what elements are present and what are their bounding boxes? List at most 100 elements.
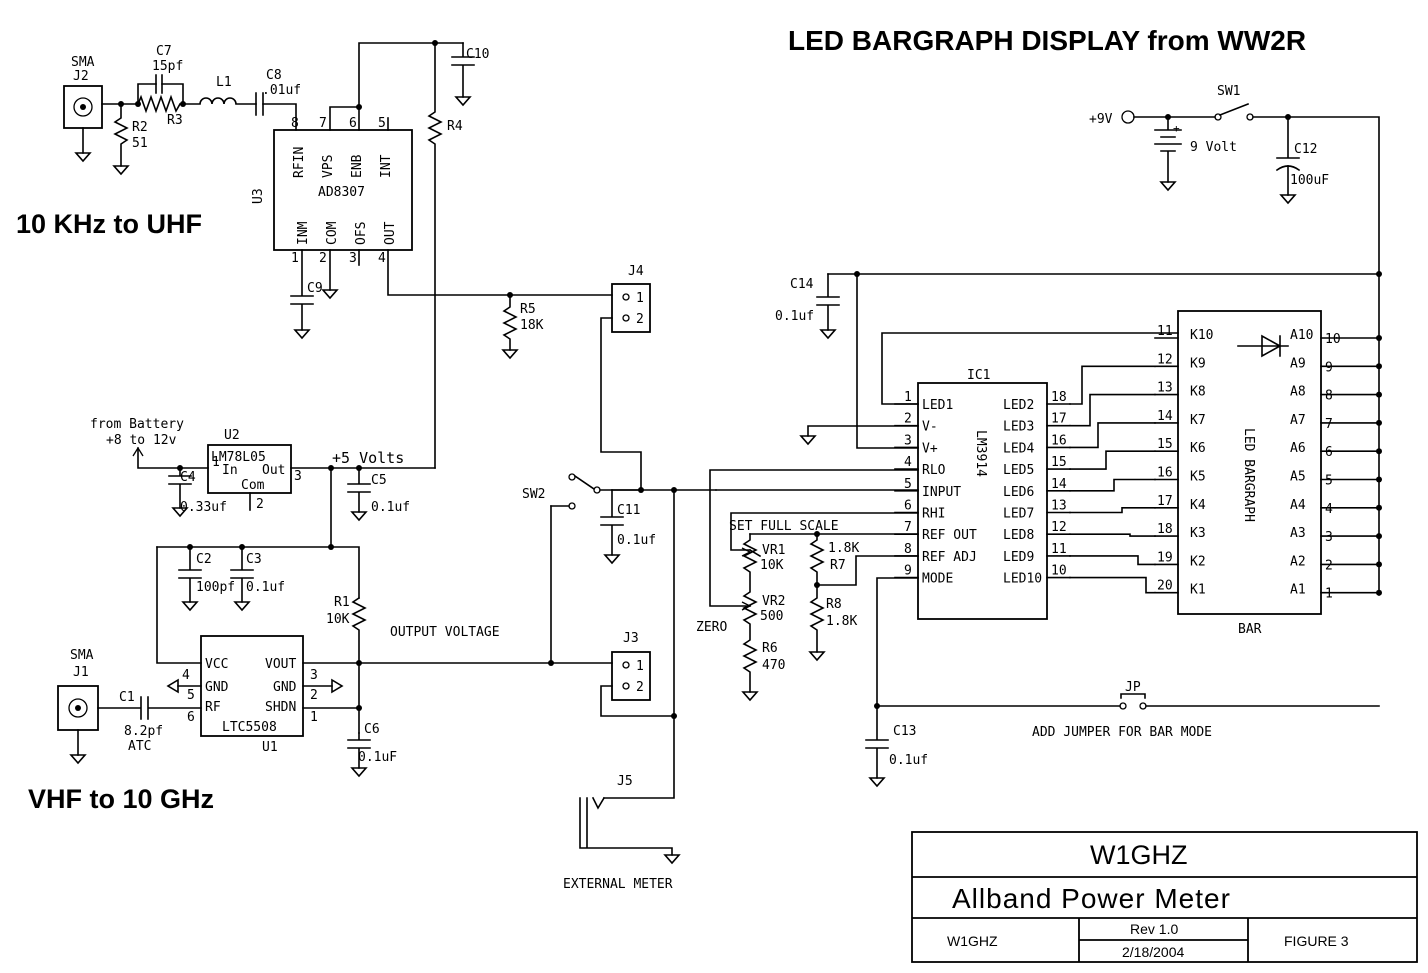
c13-value: 0.1uf bbox=[889, 753, 928, 768]
bar-pin-name: K9 bbox=[1190, 356, 1206, 371]
jumper-note: ADD JUMPER FOR BAR MODE bbox=[1032, 725, 1212, 740]
bar-pin-name: K6 bbox=[1190, 441, 1206, 456]
svg-text:U1: U1 bbox=[262, 740, 278, 755]
title-block-revision: Rev 1.0 bbox=[1130, 921, 1178, 937]
vr1-value: 10K bbox=[760, 558, 784, 573]
led-drive-wire bbox=[1069, 576, 1156, 594]
c12-cap: C12 100uF bbox=[1275, 116, 1329, 196]
bar-pin-num: 14 bbox=[1157, 409, 1173, 424]
bar-pin-name: A9 bbox=[1290, 356, 1306, 371]
svg-text:C12: C12 bbox=[1294, 142, 1317, 157]
svg-text:7: 7 bbox=[319, 116, 327, 131]
svg-text:ENB: ENB bbox=[350, 154, 365, 178]
svg-text:1: 1 bbox=[310, 710, 318, 725]
ic1-pin-num: 9 bbox=[904, 564, 912, 579]
ground-symbol bbox=[74, 152, 92, 163]
bar-pin-num: 9 bbox=[1325, 360, 1333, 375]
svg-text:GND: GND bbox=[273, 680, 297, 695]
junction-dot bbox=[1376, 589, 1382, 596]
svg-text:2: 2 bbox=[636, 312, 644, 327]
zero-label: ZERO bbox=[696, 620, 727, 635]
bar-pin-name: K10 bbox=[1190, 328, 1213, 343]
svg-text:1: 1 bbox=[636, 659, 644, 674]
ground-symbol bbox=[1279, 194, 1297, 205]
svg-text:GND: GND bbox=[205, 680, 229, 695]
c11-ref: C11 bbox=[617, 503, 640, 518]
bar-pin-name: K5 bbox=[1190, 470, 1206, 485]
ic1-pin-num: 7 bbox=[904, 520, 912, 535]
vr1-ref: VR1 bbox=[762, 543, 785, 558]
ic1-pin-name: LED3 bbox=[1003, 420, 1034, 435]
u2-regulator: LM78L05 In Out Com U2 1 3 2 bbox=[207, 428, 302, 512]
c7-ref: C7 bbox=[156, 44, 172, 59]
bar-pin-num: 8 bbox=[1325, 389, 1333, 404]
bar-pin-num: 2 bbox=[1325, 558, 1333, 573]
ground-symbol bbox=[741, 691, 759, 702]
bar-pin-name: A10 bbox=[1290, 328, 1313, 343]
ic1-pin-num: 1 bbox=[904, 390, 912, 405]
ic1-pin-name: LED5 bbox=[1003, 463, 1034, 478]
led-drive-wire bbox=[1069, 365, 1156, 405]
ic1-pin-name: MODE bbox=[922, 572, 953, 587]
c6-ref: C6 bbox=[364, 722, 380, 737]
bar-pin-name: K8 bbox=[1190, 385, 1206, 400]
bar-pin-num: 20 bbox=[1157, 579, 1173, 594]
svg-text:BAR: BAR bbox=[1238, 622, 1262, 637]
ground-symbol bbox=[799, 435, 817, 446]
ground-symbol bbox=[350, 767, 368, 778]
bar-pin-name: A5 bbox=[1290, 470, 1306, 485]
c5-ref: C5 bbox=[371, 473, 387, 488]
r3-ref: R3 bbox=[167, 113, 183, 128]
svg-text:VOUT: VOUT bbox=[265, 657, 296, 672]
c4-value: 0.33uf bbox=[180, 500, 227, 515]
bar-pin-num: 19 bbox=[1157, 550, 1173, 565]
c1-ref: C1 bbox=[119, 690, 135, 705]
svg-text:LM78L05: LM78L05 bbox=[211, 450, 266, 465]
led-drive-wire bbox=[1069, 533, 1156, 537]
svg-text:Out: Out bbox=[262, 463, 285, 478]
title-block: W1GHZ Allband Power Meter W1GHZ Rev 1.0 … bbox=[911, 831, 1418, 963]
r1-ref: R1 bbox=[334, 595, 350, 610]
led-drive-wire bbox=[1069, 450, 1156, 470]
bar-pin-name: A7 bbox=[1290, 413, 1306, 428]
u3-ad8307: AD8307 U3 RFIN VPS ENB INT 8 7 6 5 INM C… bbox=[251, 116, 413, 266]
junction-dot bbox=[1376, 448, 1382, 455]
svg-text:VPS: VPS bbox=[321, 155, 336, 178]
r6-ref: R6 bbox=[762, 641, 778, 656]
svg-text:+: + bbox=[1173, 122, 1180, 135]
ground-symbol bbox=[112, 165, 130, 176]
ground-symbol bbox=[233, 601, 251, 612]
svg-text:Com: Com bbox=[241, 478, 265, 493]
bar-pin-name: K1 bbox=[1190, 583, 1206, 598]
svg-text:OUT: OUT bbox=[383, 221, 398, 245]
j2-connector: SMA J2 bbox=[63, 55, 103, 129]
bar-pin-name: A2 bbox=[1290, 554, 1306, 569]
bar-pin-num: 16 bbox=[1157, 466, 1173, 481]
svg-text:1: 1 bbox=[291, 251, 299, 266]
vr2-value: 500 bbox=[760, 609, 783, 624]
c3-value: 0.1uf bbox=[246, 580, 285, 595]
bar-pin-num: 13 bbox=[1157, 381, 1173, 396]
svg-text:5: 5 bbox=[378, 116, 386, 131]
bar-pin-name: A8 bbox=[1290, 385, 1306, 400]
sw1-ref: SW1 bbox=[1217, 84, 1240, 99]
bar-pin-num: 15 bbox=[1157, 437, 1173, 452]
svg-text:RF: RF bbox=[205, 700, 221, 715]
r5-ref: R5 bbox=[520, 302, 536, 317]
j3-header: 1 2 J3 bbox=[611, 631, 651, 701]
svg-text:8: 8 bbox=[291, 116, 299, 131]
ic1-pin-name: INPUT bbox=[922, 485, 961, 500]
svg-text:COM: COM bbox=[325, 221, 340, 245]
c4-ref: C4 bbox=[180, 470, 196, 485]
led-bargraph: LED BARGRAPH BAR bbox=[1177, 310, 1322, 637]
ground-symbol bbox=[350, 511, 368, 522]
c8-ref: C8 bbox=[266, 68, 282, 83]
ic1-pin-num: 15 bbox=[1051, 455, 1067, 470]
jumper-jp[interactable]: JP bbox=[1119, 680, 1147, 710]
j4-header: 1 2 J4 bbox=[611, 264, 651, 333]
ground-symbol bbox=[181, 601, 199, 612]
bar-pin-num: 12 bbox=[1157, 352, 1173, 367]
u1-ltc5508: VCC GND RF VOUT GND SHDN LTC5508 U1 4 5 … bbox=[182, 635, 318, 755]
ground-symbol bbox=[321, 289, 339, 300]
junction-dot bbox=[1376, 363, 1382, 370]
